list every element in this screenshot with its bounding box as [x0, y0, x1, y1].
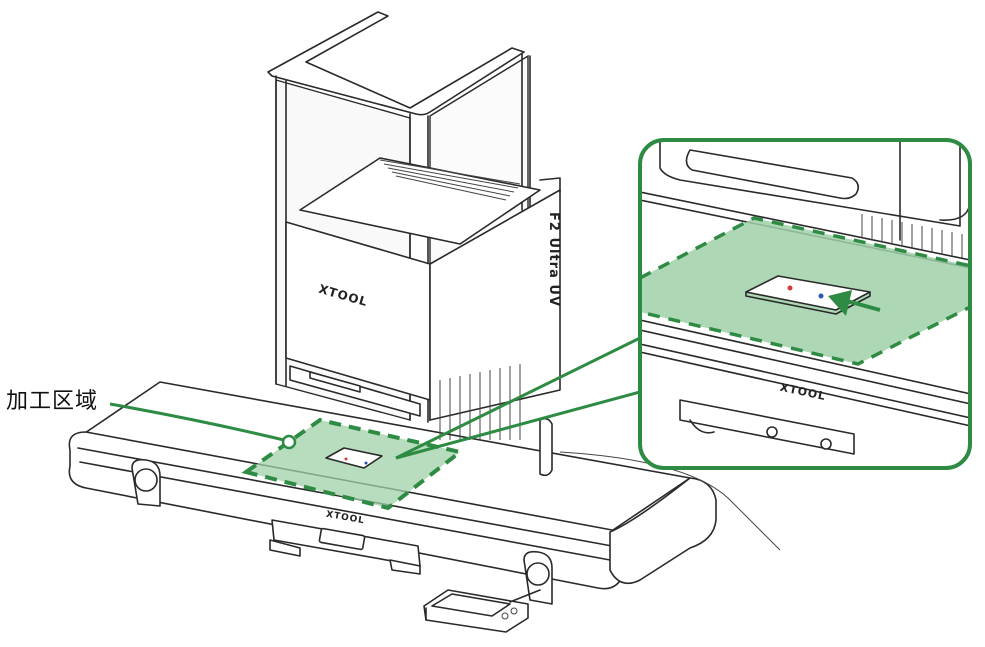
processing-area: [241, 417, 465, 511]
red-marker-dot: [344, 457, 348, 461]
inset-frame: [638, 138, 972, 470]
processing-area-label: 加工区域: [6, 389, 99, 414]
inset-blue-dot: [818, 293, 824, 299]
inset-red-dot: [787, 285, 793, 291]
zoom-connector: [395, 336, 641, 460]
detail-inset: XTOOL: [638, 138, 972, 470]
callout-leader: [109, 402, 297, 450]
controller-box: [423, 589, 541, 633]
blue-marker-dot: [364, 461, 368, 465]
callout-anchor-dot: [281, 434, 297, 450]
laser-machine: XTOOL F2 Ultra UV: [267, 11, 561, 477]
arrow-icon: [828, 290, 852, 316]
machine-side-model-text: F2 Ultra UV: [546, 212, 561, 307]
